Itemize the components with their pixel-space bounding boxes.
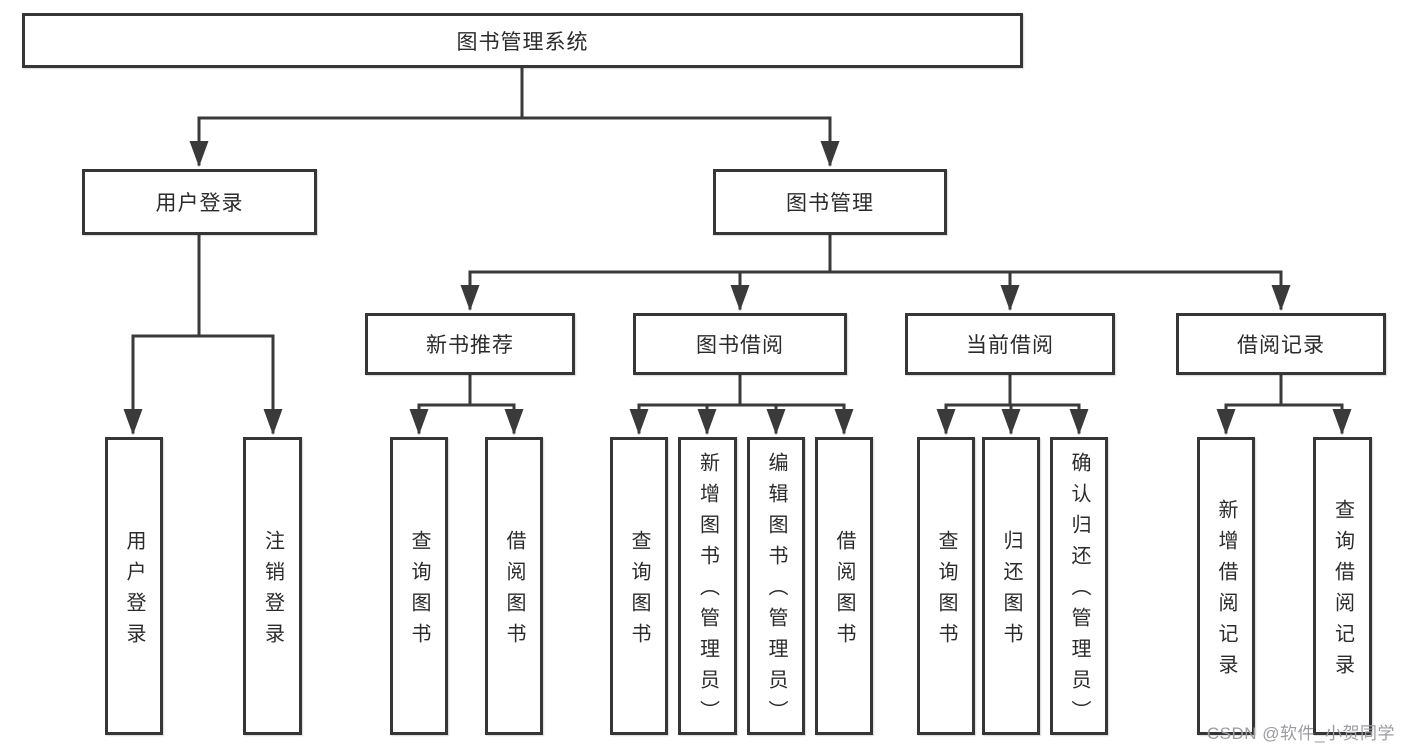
leaf-borrow-books-recommend: 借阅图书 [485,437,543,735]
node-label: 用户登录 [155,192,244,215]
node-new-book-recommend: 新书推荐 [365,313,575,375]
node-label: 当前借阅 [966,334,1054,357]
node-label: 借阅记录 [1237,334,1325,357]
node-label: 图书管理系统 [456,30,589,54]
watermark-text: CSDN @软件_小贺同学 [1206,724,1395,743]
node-current-borrowing: 当前借阅 [905,313,1115,375]
leaf-label: 借阅图书 [833,529,855,654]
leaf-label: 归还图书 [1000,529,1022,654]
leaf-label: 查询图书 [935,529,957,654]
node-book-borrowing: 图书借阅 [633,313,847,375]
node-borrowing-records: 借阅记录 [1176,313,1386,375]
leaf-query-books-current: 查询图书 [917,437,975,735]
node-label: 图书借阅 [696,334,784,357]
leaf-query-borrow-record: 查询借阅记录 [1313,437,1372,735]
leaf-label: 借阅图书 [503,529,525,654]
leaf-return-books: 归还图书 [982,437,1040,735]
leaf-label: 用户登录 [123,529,145,654]
node-book-management: 图书管理 [713,169,947,235]
leaf-label: 新增图书（管理员） [696,452,719,731]
leaf-label: 查询图书 [408,529,430,654]
leaf-query-books-recommend: 查询图书 [390,437,448,735]
leaf-add-borrow-record: 新增借阅记录 [1197,437,1255,735]
leaf-logout-login: 注销登录 [243,437,302,735]
leaf-add-books-admin: 新增图书（管理员） [678,437,737,735]
leaf-label: 编辑图书（管理员） [765,452,787,731]
leaf-label: 注销登录 [261,529,284,654]
leaf-user-login: 用户登录 [105,437,163,735]
leaf-label: 新增借阅记录 [1215,498,1237,685]
leaf-query-books-borrowing: 查询图书 [610,437,668,735]
leaf-label: 确认归还（管理员） [1068,452,1090,731]
leaf-borrow-books-borrowing: 借阅图书 [815,437,873,735]
leaf-confirm-return-admin: 确认归还（管理员） [1050,437,1108,735]
leaf-label: 查询借阅记录 [1331,498,1354,685]
node-user-login: 用户登录 [82,169,317,235]
leaf-label: 查询图书 [628,529,650,654]
node-label: 新书推荐 [426,334,514,357]
node-library-system: 图书管理系统 [22,13,1023,68]
node-label: 图书管理 [786,192,874,215]
leaf-edit-books-admin: 编辑图书（管理员） [747,437,805,735]
